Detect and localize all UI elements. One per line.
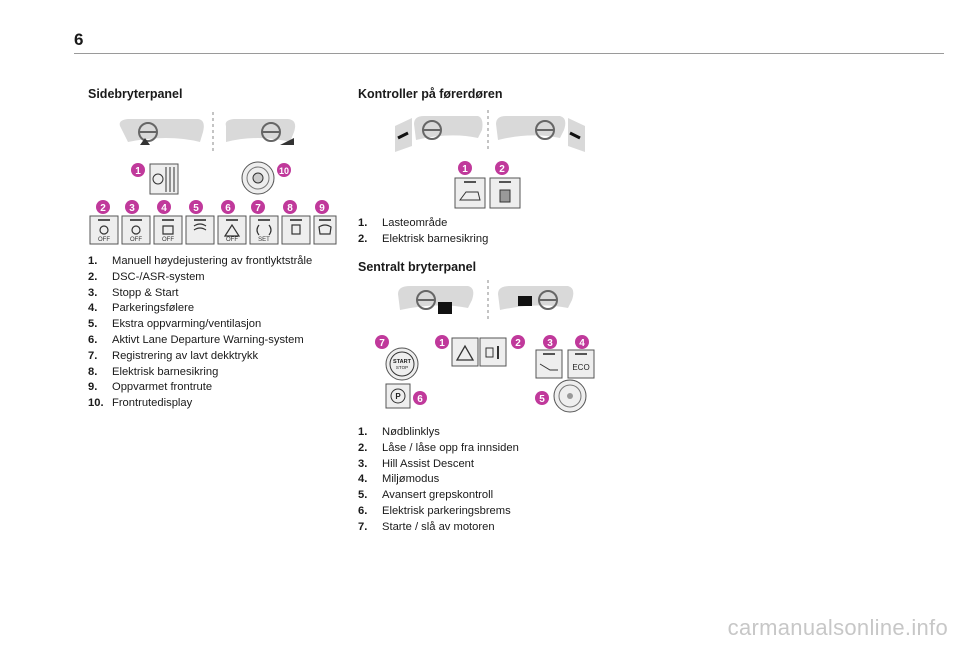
driver-door-list: 1.Lasteområde 2.Elektrisk barnesikring [358, 216, 488, 248]
svg-text:4: 4 [579, 338, 585, 349]
callout-2-icon: 2 [96, 200, 110, 214]
callout-8-icon: 8 [283, 200, 297, 214]
central-panel-figure: 7 1 2 3 4 5 6 START STOP ECO P [375, 280, 595, 413]
svg-text:ECO: ECO [572, 363, 589, 372]
svg-text:5: 5 [193, 203, 199, 214]
svg-text:START: START [393, 359, 412, 365]
section-title-central-panel: Sentralt bryterpanel [358, 260, 477, 274]
list-item: 1.Manuell høydejustering av frontlyktstr… [88, 255, 313, 267]
dashboard-lhd-icon [398, 286, 474, 314]
svg-text:4: 4 [161, 203, 167, 214]
list-item: 6.Aktivt Lane Departure Warning-system [88, 333, 304, 346]
svg-text:7: 7 [255, 203, 261, 214]
callout-3-icon: 3 [543, 335, 557, 349]
callout-5-icon: 5 [189, 200, 203, 214]
callout-10-icon: 10 [277, 163, 291, 177]
svg-text:1: 1 [462, 164, 468, 175]
list-item: 9.Oppvarmet frontrute [88, 381, 213, 394]
list-item: 8.Elektrisk barnesikring [88, 365, 219, 378]
callout-7-icon: 7 [375, 335, 389, 349]
list-item: 2.Elektrisk barnesikring [358, 232, 489, 245]
svg-text:P: P [395, 392, 401, 401]
start-stop-button-icon: START STOP [385, 347, 419, 381]
hazard-button-icon [451, 337, 479, 367]
callout-7-icon: 7 [251, 200, 265, 214]
callout-3-icon: 3 [125, 200, 139, 214]
svg-text:10: 10 [279, 166, 289, 176]
callout-6-icon: 6 [413, 391, 427, 405]
list-item: 1.Nødblinklys [358, 426, 440, 438]
svg-text:OFF: OFF [130, 237, 142, 243]
page-number: 6 [74, 30, 84, 49]
hud-control-icon [241, 161, 275, 195]
side-panel-list: 1.Manuell høydejustering av frontlyktstr… [88, 254, 312, 412]
svg-text:1: 1 [135, 166, 141, 177]
svg-text:3: 3 [547, 338, 553, 349]
callout-2-icon: 2 [495, 161, 509, 175]
svg-text:OFF: OFF [98, 237, 110, 243]
list-item: 3.Hill Assist Descent [358, 457, 475, 470]
list-item: 10.Frontrutedisplay [88, 397, 193, 410]
list-item: 6.Elektrisk parkeringsbrems [358, 504, 511, 517]
dashboard-rhd-icon [498, 286, 574, 310]
callout-4-icon: 4 [157, 200, 171, 214]
callout-1-icon: 1 [131, 163, 145, 177]
list-item: 2.Låse / låse opp fra innsiden [358, 441, 519, 454]
callout-2-icon: 2 [511, 335, 525, 349]
section-title-driver-door: Kontroller på førerdøren [358, 87, 503, 101]
header-rule [74, 53, 944, 54]
list-item: 5.Avansert grepskontroll [358, 489, 494, 502]
svg-text:6: 6 [417, 394, 423, 405]
grip-control-dial-icon [553, 379, 587, 413]
callout-9-icon: 9 [315, 200, 329, 214]
callout-1-icon: 1 [458, 161, 472, 175]
parking-brake-button-icon: P [385, 383, 411, 409]
list-item: 2.DSC-/ASR-system [88, 270, 205, 283]
list-item: 1.Lasteområde [358, 217, 448, 229]
tyre-pressure-button-icon [249, 215, 279, 245]
list-item: 5.Ekstra oppvarming/ventilasjon [88, 318, 262, 331]
callout-5-icon: 5 [535, 391, 549, 405]
svg-text:2: 2 [499, 164, 505, 175]
windscreen-heating-button-icon [313, 215, 337, 245]
svg-text:8: 8 [287, 203, 293, 214]
hill-descent-button-icon [535, 349, 563, 379]
svg-text:1: 1 [439, 338, 445, 349]
svg-text:2: 2 [100, 203, 106, 214]
svg-text:STOP: STOP [396, 365, 408, 370]
dashboard-rhd-icon [225, 119, 296, 145]
door-rhd-icon [496, 116, 585, 152]
door-lhd-icon [395, 116, 483, 152]
side-panel-figure: 1 10 2 3 4 5 6 7 8 9 [89, 112, 337, 245]
svg-text:OFF: OFF [226, 237, 238, 243]
headlamp-adjuster-icon [149, 163, 179, 195]
svg-text:OFF: OFF [162, 237, 174, 243]
svg-text:2: 2 [515, 338, 521, 349]
callout-6-icon: 6 [221, 200, 235, 214]
list-item: 7.Registrering av lavt dekktrykk [88, 349, 259, 362]
eco-button-icon: ECO [567, 349, 595, 379]
section-title-side-panel: Sidebryterpanel [88, 87, 183, 101]
svg-text:3: 3 [129, 203, 135, 214]
svg-text:6: 6 [225, 203, 231, 214]
watermark: carmanualsonline.info [727, 615, 948, 640]
svg-text:5: 5 [539, 394, 545, 405]
list-item: 3.Stopp & Start [88, 286, 179, 299]
list-item: 4.Miljømodus [358, 473, 440, 486]
svg-text:7: 7 [379, 338, 385, 349]
list-item: 7.Starte / slå av motoren [358, 520, 495, 533]
driver-door-figure: 1 2 [395, 110, 585, 209]
callout-4-icon: 4 [575, 335, 589, 349]
svg-text:9: 9 [319, 203, 325, 214]
child-lock-button-icon [281, 215, 311, 245]
list-item: 4.Parkeringsfølere [88, 302, 195, 315]
svg-text:SET: SET [258, 237, 270, 243]
central-lock-button-icon [479, 337, 507, 367]
callout-1-icon: 1 [435, 335, 449, 349]
dashboard-lhd-icon [119, 119, 204, 145]
central-panel-list: 1.Nødblinklys 2.Låse / låse opp fra inns… [358, 425, 519, 536]
